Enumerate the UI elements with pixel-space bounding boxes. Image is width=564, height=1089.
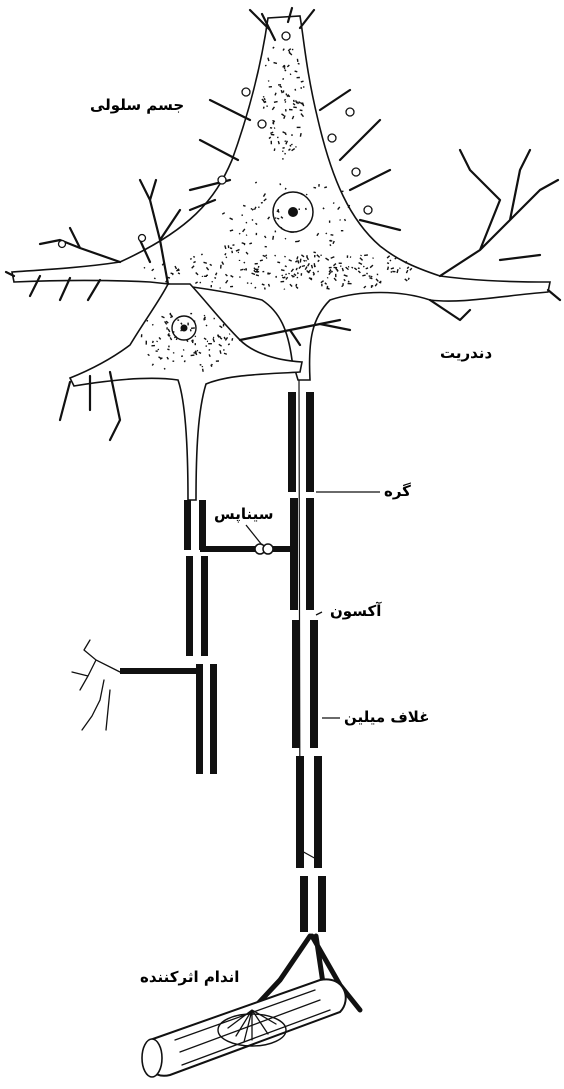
nissl-speck [255, 269, 259, 270]
nissl-speck [208, 343, 212, 344]
nissl-speck [228, 245, 230, 248]
nissl-speck [220, 287, 221, 288]
nissl-speck [202, 366, 204, 367]
nissl-speck [223, 324, 225, 327]
nissl-speck [379, 282, 381, 284]
nissl-speck [371, 285, 372, 288]
upper-neuron [6, 8, 560, 380]
main-axon [252, 380, 360, 1010]
nissl-speck [329, 221, 330, 223]
nissl-speck [200, 282, 202, 284]
nissl-speck [251, 208, 252, 209]
nissl-speck [301, 273, 303, 276]
nissl-speck [299, 209, 301, 210]
nissl-speck [335, 274, 337, 277]
nissl-speck [392, 271, 395, 273]
nissl-speck [341, 286, 342, 287]
nissl-speck [207, 341, 208, 343]
nissl-speck [347, 255, 348, 258]
nissl-speck [158, 349, 160, 351]
nissl-speck [214, 318, 215, 319]
nissl-speck [211, 285, 212, 287]
nissl-speck [168, 346, 170, 348]
nissl-speck [300, 87, 302, 89]
label-dendrite: دندریت [440, 346, 492, 361]
upper-nucleolus [288, 207, 298, 217]
nissl-speck [341, 191, 343, 193]
nissl-speck [216, 360, 219, 362]
nissl-speck [255, 263, 258, 265]
nissl-speck [297, 77, 300, 79]
nissl-speck [156, 350, 158, 352]
nissl-speck [283, 90, 285, 92]
nissl-speck [348, 283, 352, 285]
nissl-speck [173, 352, 174, 353]
nissl-speck [329, 240, 331, 242]
nissl-speck [269, 86, 272, 88]
nissl-speck [204, 276, 207, 277]
nissl-speck [195, 343, 196, 345]
nissl-speck [265, 246, 267, 248]
nissl-speck [391, 271, 392, 272]
synapse-knobs [255, 544, 273, 554]
nissl-speck [366, 273, 368, 275]
label-effector-organ: اندام اثرکننده [140, 970, 239, 985]
nissl-speck [141, 334, 143, 337]
nissl-speck [377, 274, 378, 276]
nissl-speck [290, 231, 294, 232]
nissl-speck [275, 276, 276, 278]
axon-leader [316, 612, 322, 615]
nissl-speck [247, 282, 248, 283]
nissl-speck [292, 49, 294, 51]
nissl-speck [299, 240, 300, 241]
nissl-speck [239, 260, 240, 261]
nissl-speck [341, 230, 343, 231]
nissl-speck [314, 255, 315, 257]
nissl-speck [194, 320, 196, 321]
label-axon: آکسون [330, 604, 381, 619]
nissl-speck [289, 149, 291, 151]
nissl-speck [151, 345, 155, 347]
effector-organ [142, 979, 346, 1077]
lower-axon-terminal [72, 640, 120, 730]
nissl-speck [146, 341, 147, 345]
lower-axon [72, 500, 294, 774]
nissl-speck [278, 84, 281, 86]
label-cell-body: جسم سلولی [90, 98, 184, 113]
nissl-speck [172, 361, 174, 362]
label-myelin-sheath: غلاف میلین [344, 710, 429, 725]
nissl-speck [321, 284, 323, 287]
nissl-speck [187, 323, 188, 326]
nissl-speck [297, 127, 301, 128]
nissl-speck [277, 137, 278, 138]
nissl-speck [295, 146, 296, 147]
nissl-speck [272, 120, 274, 122]
nissl-speck [177, 319, 179, 320]
label-synapse: سیناپس [214, 507, 273, 522]
nissl-speck [256, 233, 257, 235]
nissl-speck [318, 184, 320, 187]
nissl-speck [275, 231, 276, 233]
nissl-speck [339, 263, 342, 265]
synapse-leader [246, 525, 262, 545]
nissl-speck [262, 271, 264, 272]
label-node: گره [384, 484, 411, 499]
nissl-speck [271, 141, 273, 144]
nissl-speck [190, 313, 192, 314]
